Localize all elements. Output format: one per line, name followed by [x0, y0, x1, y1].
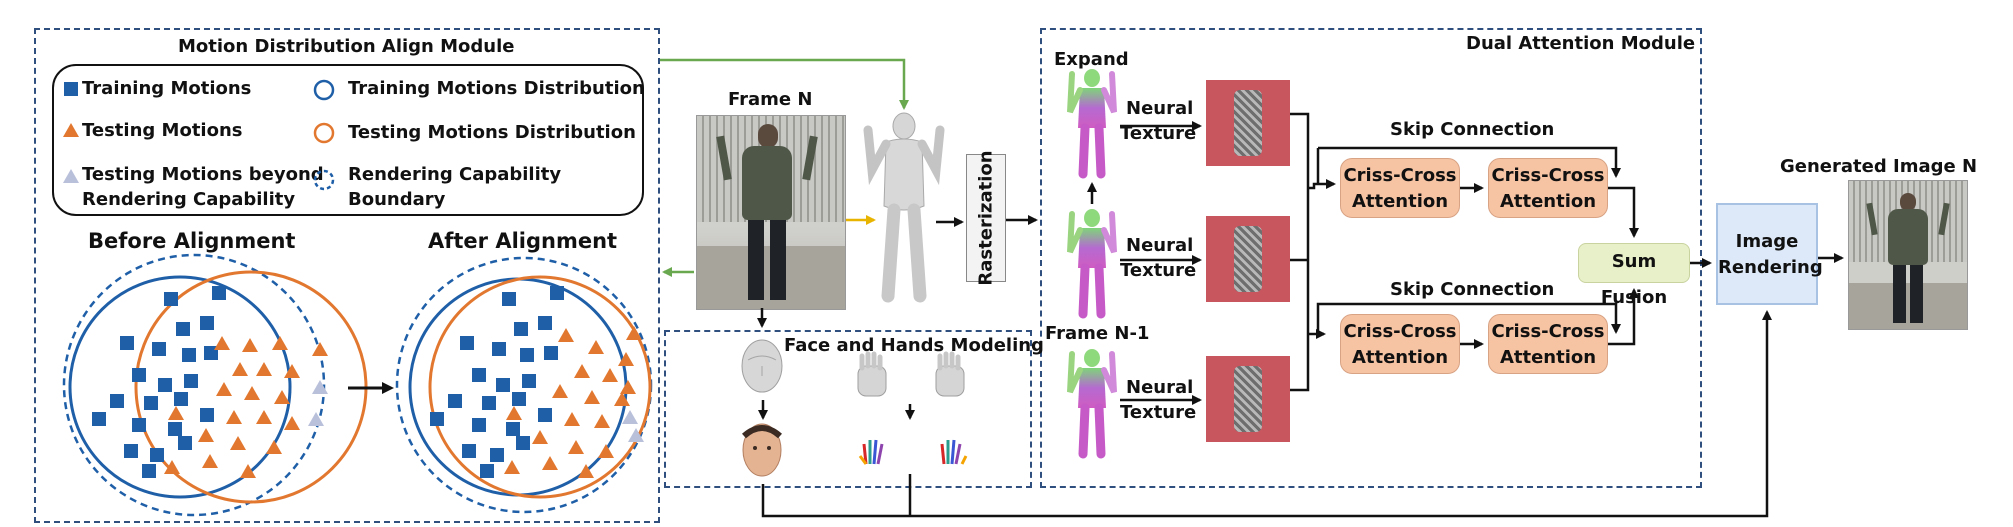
testing-distribution-circle-icon [313, 122, 335, 144]
testing-motion-triangle-icon [63, 123, 79, 137]
face-hands-title: Face and Hands Modeling [784, 335, 1044, 356]
image-rendering-line2: Rendering [1718, 257, 1823, 278]
hand-keypoints-left-icon [858, 439, 884, 465]
legend-boundary-line1: Rendering Capability [348, 164, 562, 185]
frame-n-label: Frame N [728, 89, 813, 110]
skip-connection-bottom-label: Skip Connection [1390, 279, 1555, 300]
image-rendering-line1: Image [1735, 231, 1799, 252]
neural-texture-3-line2: Texture [1120, 402, 1197, 423]
neural-texture-1-line2: Texture [1120, 123, 1197, 144]
after-alignment-title: After Alignment [428, 229, 618, 253]
neural-texture-1-line1: Neural [1126, 98, 1194, 119]
neural-texture-image-2 [1206, 216, 1290, 302]
neural-texture-2-line1: Neural [1126, 235, 1194, 256]
criss-cross-4-line1: Criss-Cross [1491, 321, 1605, 342]
criss-cross-1-line1: Criss-Cross [1343, 165, 1457, 186]
criss-cross-1-line2: Attention [1351, 191, 1449, 212]
before-alignment-title: Before Alignment [88, 229, 296, 253]
frame-n1-label: Frame N-1 [1045, 323, 1150, 344]
criss-cross-2-line1: Criss-Cross [1491, 165, 1605, 186]
criss-cross-attention-2: Criss-Cross Attention [1488, 158, 1608, 218]
hand-keypoints-right-icon [940, 439, 968, 465]
testing-points [164, 336, 328, 478]
neural-texture-image-3 [1206, 356, 1290, 442]
smpl-body-mesh-icon [863, 112, 945, 303]
training-distribution-circle-icon [313, 79, 335, 101]
criss-cross-3-line1: Criss-Cross [1343, 321, 1457, 342]
motion-module-title: Motion Distribution Align Module [178, 36, 515, 57]
legend-training-distribution: Training Motions Distribution [348, 78, 645, 99]
legend-beyond-line1: Testing Motions beyond [82, 164, 324, 185]
capability-boundary-dashed-circle-icon [313, 169, 335, 191]
hand-mesh-left-icon [857, 351, 887, 397]
training-distribution-circle [68, 275, 292, 499]
beyond-capability-triangle-icon [63, 169, 79, 183]
legend-training-motions: Training Motions [82, 78, 252, 99]
training-points [92, 286, 226, 478]
criss-cross-attention-4: Criss-Cross Attention [1488, 314, 1608, 374]
criss-cross-3-line2: Attention [1351, 347, 1449, 368]
uv-body-figure-frame-n1-icon [1067, 349, 1117, 459]
uv-body-figure-expand-icon [1067, 69, 1117, 179]
criss-cross-4-line2: Attention [1499, 347, 1597, 368]
training-distribution-circle-after [408, 277, 628, 497]
criss-cross-2-line2: Attention [1499, 191, 1597, 212]
face-mesh-icon [741, 339, 783, 393]
capability-boundary-circle [62, 253, 326, 517]
hand-mesh-right-icon [935, 351, 965, 397]
legend-testing-distribution: Testing Motions Distribution [348, 122, 636, 143]
frame-n-photo [696, 115, 846, 310]
neural-texture-3-line1: Neural [1126, 377, 1194, 398]
legend-beyond-line2: Rendering Capability [82, 189, 296, 210]
motion-distribution-align-module [34, 28, 660, 523]
neural-texture-image-1 [1206, 80, 1290, 166]
generated-image-label: Generated Image N [1780, 156, 1978, 177]
after-alignment-plot [395, 256, 653, 514]
beyond-capability-points [308, 380, 328, 426]
legend-testing-motions: Testing Motions [82, 120, 243, 141]
neural-texture-2-line2: Texture [1120, 260, 1197, 281]
face-render-icon [742, 423, 782, 477]
legend-boundary-line2: Boundary [348, 189, 446, 210]
dual-attention-title: Dual Attention Module [1466, 33, 1696, 54]
training-motion-square-icon [64, 82, 78, 96]
expand-label: Expand [1054, 49, 1129, 70]
alignment-arrow [348, 382, 394, 394]
sum-fusion-box: Sum Fusion [1578, 243, 1690, 308]
before-alignment-plot [62, 253, 368, 517]
rasterization-box: Rasterization [966, 150, 1006, 286]
criss-cross-attention-3: Criss-Cross Attention [1340, 314, 1460, 374]
skip-connection-top-label: Skip Connection [1390, 119, 1555, 140]
criss-cross-attention-1: Criss-Cross Attention [1340, 158, 1460, 218]
uv-body-figure-frame-n-icon [1067, 209, 1117, 319]
rasterization-label: Rasterization [975, 150, 997, 286]
testing-distribution-circle-after [428, 275, 652, 499]
generated-image-photo [1848, 180, 1968, 330]
image-rendering-box: Image Rendering [1716, 203, 1823, 305]
legend [52, 64, 644, 216]
